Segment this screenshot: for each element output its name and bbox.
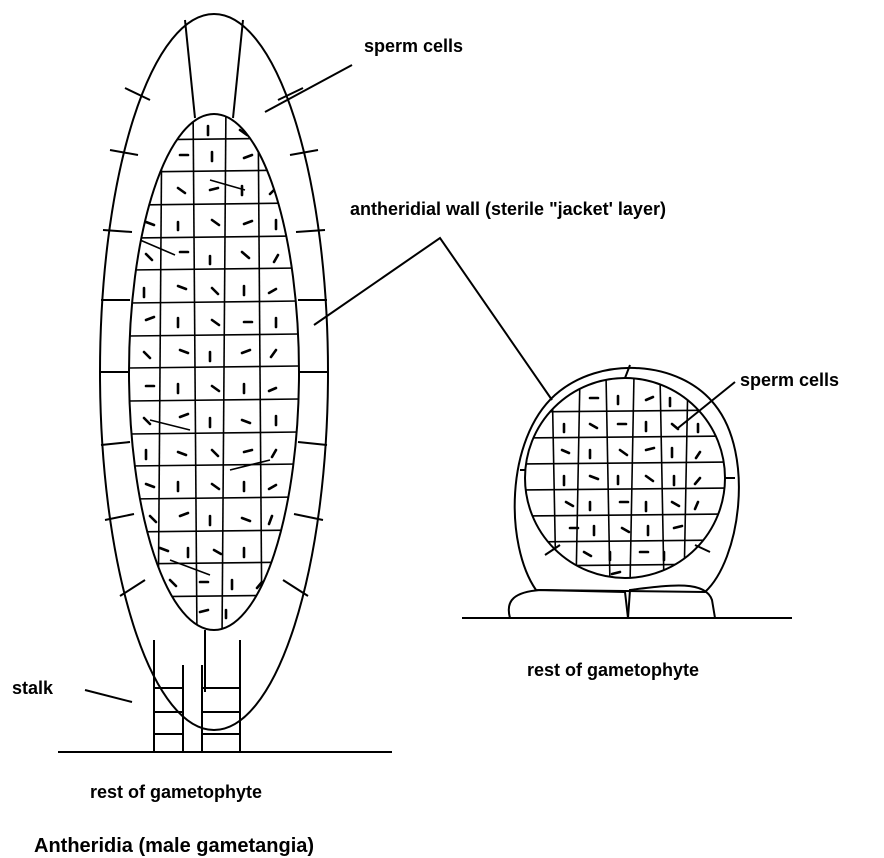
label-stalk: stalk — [12, 678, 54, 698]
elongated-antheridium — [100, 14, 328, 730]
label-antheridial-wall: antheridial wall (sterile "jacket' layer… — [350, 199, 666, 219]
diagram-caption: Antheridia (male gametangia) — [34, 835, 314, 857]
label-rest-of-gametophyte-right: rest of gametophyte — [527, 660, 699, 680]
label-rest-of-gametophyte-left: rest of gametophyte — [90, 782, 262, 802]
label-sperm-cells-top: sperm cells — [364, 36, 463, 56]
leader-stalk — [85, 690, 132, 702]
label-sperm-cells-right: sperm cells — [740, 370, 839, 390]
leader-antheridial-wall — [314, 238, 552, 400]
antheridial-wall-outer — [100, 14, 328, 730]
antheridial-wall-outer-right — [515, 368, 739, 592]
round-antheridium — [509, 365, 739, 618]
